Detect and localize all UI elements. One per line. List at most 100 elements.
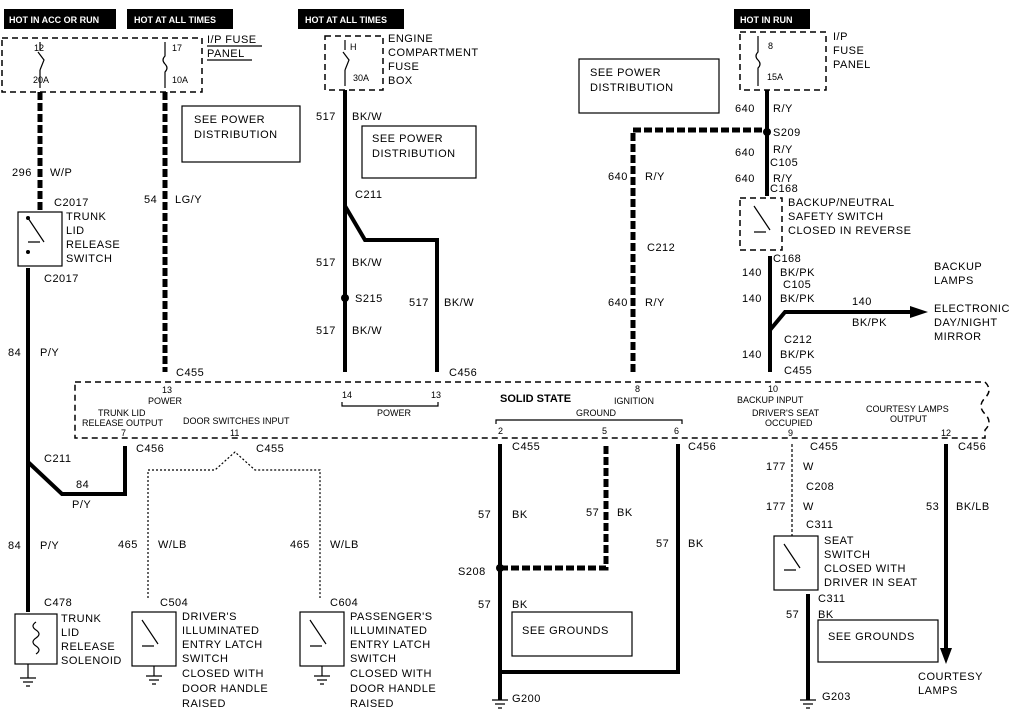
svg-text:8: 8 [768,41,773,51]
svg-text:640: 640 [608,171,628,183]
svg-text:P/Y: P/Y [40,540,59,552]
svg-text:C211: C211 [355,189,382,201]
svg-text:640: 640 [735,147,755,159]
svg-text:57: 57 [586,507,599,519]
svg-text:BACKUP/NEUTRAL: BACKUP/NEUTRAL [788,197,895,209]
seat-switch: SEAT SWITCH CLOSED WITH DRIVER IN SEAT [773,535,917,591]
svg-text:S215: S215 [355,293,383,305]
solid-state-module: SOLID STATE 13 POWER 14 13 POWER 8 IGNIT… [74,381,990,439]
svg-text:14: 14 [342,390,352,400]
svg-text:BK: BK [512,509,528,521]
svg-text:CLOSED IN REVERSE: CLOSED IN REVERSE [788,225,911,237]
svg-text:SWITCH: SWITCH [350,653,396,665]
svg-text:C105: C105 [783,279,811,291]
svg-text:BK/PK: BK/PK [852,317,887,329]
svg-text:W: W [803,461,814,473]
svg-text:9: 9 [788,428,793,438]
svg-text:P/Y: P/Y [72,499,91,511]
svg-text:CLOSED WITH: CLOSED WITH [350,668,432,680]
svg-text:BACKUP: BACKUP [934,261,982,273]
svg-text:W/P: W/P [50,167,72,179]
svg-text:C212: C212 [784,334,812,346]
power-distribution-note: SEE POWER DISTRIBUTION [361,125,477,179]
svg-text:COURTESY LAMPS: COURTESY LAMPS [866,404,949,414]
svg-text:R/Y: R/Y [645,297,665,309]
svg-text:CLOSED WITH: CLOSED WITH [824,563,906,575]
svg-text:POWER: POWER [377,408,412,418]
svg-text:640: 640 [735,103,755,115]
svg-text:SWITCH: SWITCH [182,653,228,665]
svg-text:RELEASE: RELEASE [66,239,120,251]
svg-text:W: W [803,501,814,513]
svg-text:SEAT: SEAT [824,535,854,547]
power-distribution-note: SEE POWER DISTRIBUTION [181,105,301,163]
svg-text:LAMPS: LAMPS [918,685,958,697]
svg-text:BK/W: BK/W [352,111,382,123]
svg-text:30A: 30A [353,73,369,83]
svg-text:C455: C455 [810,441,838,453]
svg-text:OCCUPIED: OCCUPIED [765,418,813,428]
svg-text:R/Y: R/Y [773,103,793,115]
svg-text:140: 140 [852,296,872,308]
svg-text:465: 465 [290,539,310,551]
svg-text:BK/PK: BK/PK [780,293,815,305]
power-headers: HOT IN ACC OR RUN HOT AT ALL TIMES HOT A… [4,9,810,29]
svg-text:G203: G203 [822,691,851,703]
svg-text:SEE GROUNDS: SEE GROUNDS [522,625,609,637]
svg-text:C168: C168 [773,253,801,265]
connector-labels: C2017 C2017 C211 C211 S215 C212 C212 S20… [44,127,986,705]
svg-text:LID: LID [66,225,85,237]
svg-text:DOOR HANDLE: DOOR HANDLE [350,683,436,695]
svg-text:GROUND: GROUND [576,408,616,418]
svg-text:HOT AT ALL TIMES: HOT AT ALL TIMES [305,15,387,25]
svg-text:7: 7 [121,428,126,438]
svg-text:LAMPS: LAMPS [934,275,974,287]
svg-text:2: 2 [498,426,503,436]
svg-text:57: 57 [786,609,799,621]
svg-text:10: 10 [768,384,778,394]
ip-fuse-panel: 12 20A 17 10A I/P FUSE PANEL [1,34,262,93]
svg-text:BK/W: BK/W [352,325,382,337]
svg-text:COMPARTMENT: COMPARTMENT [388,47,479,59]
svg-text:SWITCH: SWITCH [824,549,870,561]
svg-text:140: 140 [742,349,762,361]
svg-text:640: 640 [608,297,628,309]
svg-text:G200: G200 [512,693,541,705]
svg-text:12: 12 [941,428,951,438]
svg-text:140: 140 [742,293,762,305]
svg-text:DOOR HANDLE: DOOR HANDLE [182,683,268,695]
svg-text:RELEASE: RELEASE [61,641,115,653]
svg-text:SWITCH: SWITCH [66,253,112,265]
svg-text:C211: C211 [44,453,71,465]
svg-text:BK: BK [617,507,633,519]
svg-text:57: 57 [656,538,669,550]
svg-text:BACKUP INPUT: BACKUP INPUT [737,395,804,405]
svg-text:296: 296 [12,167,32,179]
svg-text:DISTRIBUTION: DISTRIBUTION [372,148,456,160]
component-labels: BACKUP LAMPS ELECTRONIC DAY/NIGHT MIRROR… [918,261,1009,697]
svg-text:S209: S209 [773,127,801,139]
svg-text:LG/Y: LG/Y [175,194,202,206]
svg-text:COURTESY: COURTESY [918,671,983,683]
backup-neutral-safety-switch: BACKUP/NEUTRAL SAFETY SWITCH CLOSED IN R… [739,197,911,251]
svg-text:DISTRIBUTION: DISTRIBUTION [590,82,674,94]
svg-text:RAISED: RAISED [350,698,394,710]
svg-text:640: 640 [735,173,755,185]
svg-text:LID: LID [61,627,80,639]
svg-text:C311: C311 [818,593,845,605]
svg-text:SOLID STATE: SOLID STATE [500,393,571,405]
svg-text:5: 5 [602,426,607,436]
svg-text:SEE POWER: SEE POWER [590,67,661,79]
svg-text:177: 177 [766,461,786,473]
svg-text:465: 465 [118,539,138,551]
svg-text:BK/W: BK/W [444,297,474,309]
svg-text:POWER: POWER [148,396,183,406]
svg-text:517: 517 [316,257,336,269]
svg-text:C105: C105 [770,157,798,169]
svg-text:DISTRIBUTION: DISTRIBUTION [194,129,278,141]
svg-text:13: 13 [431,390,441,400]
svg-text:84: 84 [8,540,21,552]
svg-text:SEE GROUNDS: SEE GROUNDS [828,631,915,643]
